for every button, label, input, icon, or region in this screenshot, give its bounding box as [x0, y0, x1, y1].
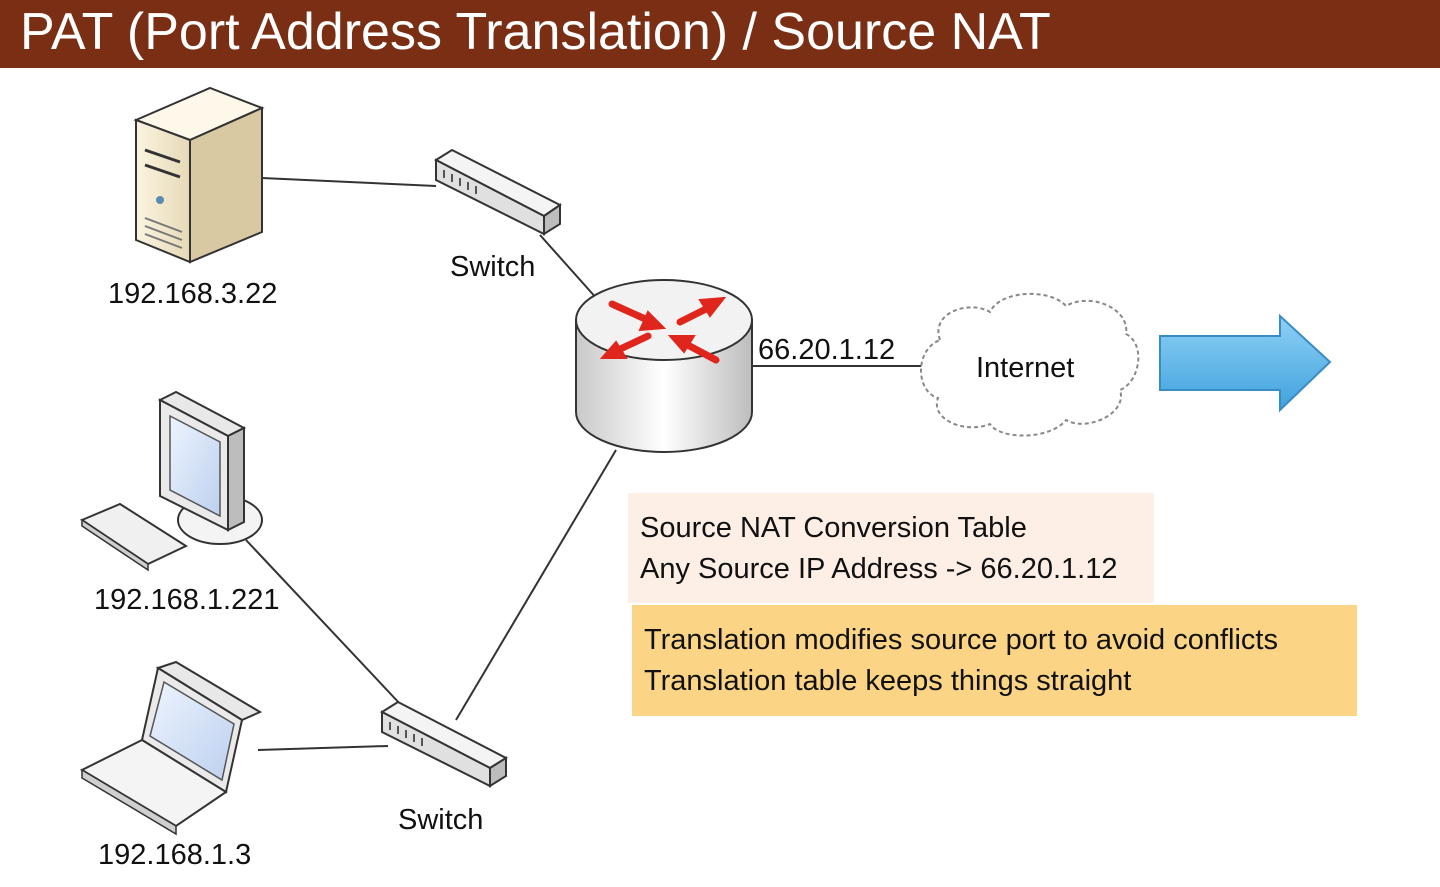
desktop-ip-label: 192.168.1.221: [94, 584, 280, 616]
switch-icon: [433, 148, 562, 236]
server-icon: [133, 86, 265, 264]
note-line-1: Translation modifies source port to avoi…: [644, 624, 1278, 656]
switch-icon: [379, 700, 509, 788]
link-desktop-switch: [245, 539, 403, 707]
internet-label: Internet: [976, 352, 1075, 384]
conversion-table-rule: Any Source IP Address -> 66.20.1.12: [640, 553, 1118, 585]
link-server-switch: [261, 177, 437, 187]
page-title: PAT (Port Address Translation) / Source …: [20, 3, 1051, 61]
title-bar: PAT (Port Address Translation) / Source …: [0, 0, 1440, 68]
server-ip-label: 192.168.3.22: [108, 278, 278, 310]
laptop-icon: [79, 660, 263, 836]
link-switch-router-bottom: [455, 449, 617, 721]
switch-top-label: Switch: [450, 251, 536, 283]
connection-lines: [245, 177, 932, 751]
desktop-computer-icon: [79, 390, 263, 572]
link-laptop-switch: [257, 745, 389, 751]
router-icon: [575, 279, 753, 453]
right-arrow-icon: [1159, 313, 1332, 413]
switch-bottom-label: Switch: [398, 804, 484, 836]
notes-box: Translation modifies source port to avoi…: [632, 605, 1357, 716]
router-public-ip-label: 66.20.1.12: [758, 334, 896, 366]
cloud-icon: [920, 293, 1140, 437]
note-line-2: Translation table keeps things straight: [644, 665, 1132, 697]
laptop-ip-label: 192.168.1.3: [98, 839, 252, 871]
conversion-table-box: Source NAT Conversion Table Any Source I…: [628, 493, 1154, 603]
link-switch-router: [539, 234, 599, 301]
conversion-table-title: Source NAT Conversion Table: [640, 512, 1027, 544]
